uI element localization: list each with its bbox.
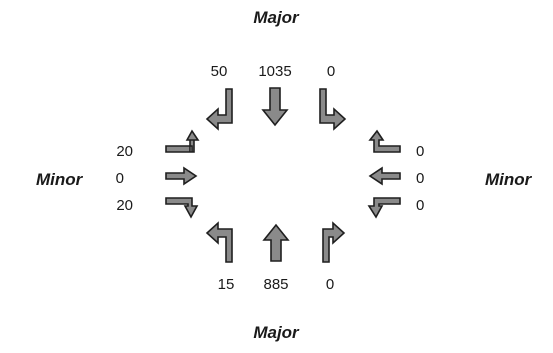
south-right-turn-volume: 0 bbox=[325, 276, 335, 293]
major-road-label-top: Major bbox=[253, 8, 299, 27]
south-through-volume: 885 bbox=[263, 276, 289, 293]
east-right-turn-volume: 0 bbox=[416, 143, 425, 160]
major-road-label-bottom: Major bbox=[253, 323, 299, 342]
west-right-turn-arrow bbox=[165, 197, 199, 219]
north-right-turn-volume: 50 bbox=[210, 63, 228, 80]
south-right-turn-arrow bbox=[322, 221, 346, 263]
north-left-turn-volume: 0 bbox=[326, 63, 336, 80]
south-left-turn-volume: 15 bbox=[217, 276, 235, 293]
north-right-turn-arrow bbox=[205, 88, 233, 131]
west-through-volume: 0 bbox=[115, 170, 124, 187]
west-right-turn-volume: 20 bbox=[116, 197, 133, 214]
west-left-turn-arrow bbox=[165, 129, 200, 153]
west-through-arrow bbox=[165, 166, 198, 186]
north-through-arrow bbox=[261, 87, 289, 127]
east-left-turn-volume: 0 bbox=[416, 197, 425, 214]
east-through-arrow bbox=[368, 166, 401, 186]
south-left-turn-arrow bbox=[205, 221, 233, 263]
minor-road-label-left: Minor bbox=[36, 170, 83, 189]
north-through-volume: 1035 bbox=[258, 63, 292, 80]
east-through-volume: 0 bbox=[416, 170, 425, 187]
south-through-arrow bbox=[262, 223, 290, 262]
minor-road-label-right: Minor bbox=[485, 170, 532, 189]
north-left-turn-arrow bbox=[319, 88, 347, 131]
east-right-turn-arrow bbox=[368, 129, 401, 153]
east-left-turn-arrow bbox=[367, 197, 401, 219]
west-left-turn-volume: 20 bbox=[116, 143, 133, 160]
